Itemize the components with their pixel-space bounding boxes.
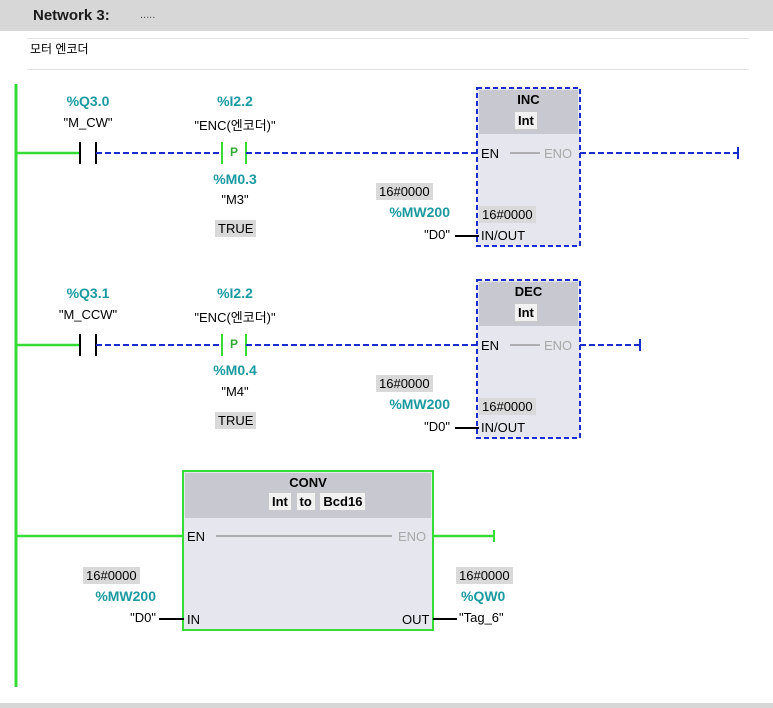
network-title-placeholder[interactable]: ..... — [140, 9, 156, 21]
conv-box-name[interactable]: CONV — [289, 475, 327, 490]
conv-type-row: Int to Bcd16 — [268, 492, 367, 511]
conv-to-label: to — [295, 492, 316, 511]
inc-en-pin: EN — [481, 146, 500, 161]
dec-type-selector[interactable]: Int — [514, 303, 538, 322]
inc-box-name[interactable]: INC — [517, 92, 540, 107]
rung2-operand-address[interactable]: %MW200 — [389, 396, 450, 412]
dec-eno-pin: ENO — [544, 338, 573, 353]
conv-in-address[interactable]: %MW200 — [95, 588, 156, 604]
dec-inout-pin: IN/OUT — [481, 420, 526, 435]
conv-in-value: 16#0000 — [83, 567, 140, 584]
rung2-operand-symbol[interactable]: "D0" — [424, 419, 450, 434]
conv-in-pin: IN — [187, 612, 200, 627]
conv-en-pin: EN — [187, 529, 206, 544]
conv-in-symbol[interactable]: "D0" — [130, 610, 156, 625]
bottom-scroll-strip[interactable] — [0, 703, 773, 708]
rung2-pcontact-symbol[interactable]: "ENC(엔코더)" — [194, 310, 276, 325]
inc-inout-value: 16#0000 — [479, 206, 536, 223]
network-title: Network 3: — [33, 7, 110, 24]
conv-from-type-selector[interactable]: Int — [268, 492, 292, 511]
rung1-pcontact-address[interactable]: %I2.2 — [217, 93, 253, 109]
rung2-p-label: P — [229, 337, 238, 351]
rung1-contact-symbol[interactable]: "M_CW" — [63, 115, 113, 130]
inc-inout-pin: IN/OUT — [481, 228, 526, 243]
rung2-flag-symbol[interactable]: "M4" — [221, 384, 249, 399]
rung2-flag-value: TRUE — [215, 412, 257, 429]
conv-out-address[interactable]: %QW0 — [461, 588, 506, 604]
rung1-flag-address[interactable]: %M0.3 — [213, 171, 257, 187]
network-comment-box[interactable] — [27, 38, 749, 70]
inc-eno-pin: ENO — [544, 146, 573, 161]
conv-out-value: 16#0000 — [456, 567, 513, 584]
inc-type-selector[interactable]: Int — [514, 111, 538, 130]
network-comment[interactable]: 모터 엔코더 — [30, 42, 89, 56]
conv-eno-pin: ENO — [398, 529, 427, 544]
dec-inout-value: 16#0000 — [479, 398, 536, 415]
conv-out-symbol[interactable]: "Tag_6" — [459, 610, 504, 625]
rung1-operand-symbol[interactable]: "D0" — [424, 227, 450, 242]
rung1-operand-address[interactable]: %MW200 — [389, 204, 450, 220]
rung1-flag-value: TRUE — [215, 220, 257, 237]
rung1-pcontact-symbol[interactable]: "ENC(엔코더)" — [194, 118, 276, 133]
rung2-contact-no — [79, 334, 97, 356]
rung1-p-label: P — [229, 145, 238, 159]
rung1-flag-symbol[interactable]: "M3" — [221, 192, 249, 207]
dec-box-name[interactable]: DEC — [514, 284, 543, 299]
rung1-operand-value: 16#0000 — [376, 183, 433, 200]
conv-to-type-selector[interactable]: Bcd16 — [319, 492, 367, 511]
rung2-flag-address[interactable]: %M0.4 — [213, 362, 257, 378]
rung2-operand-value: 16#0000 — [376, 375, 433, 392]
dec-en-pin: EN — [481, 338, 500, 353]
rung2-pcontact-address[interactable]: %I2.2 — [217, 285, 253, 301]
rung1-contact-address[interactable]: %Q3.0 — [66, 93, 110, 109]
network-header[interactable] — [0, 0, 773, 31]
rung1-contact-no — [79, 142, 97, 164]
conv-out-pin: OUT — [402, 612, 430, 627]
rung2-contact-symbol[interactable]: "M_CCW" — [58, 307, 118, 322]
rung2-contact-address[interactable]: %Q3.1 — [66, 285, 110, 301]
